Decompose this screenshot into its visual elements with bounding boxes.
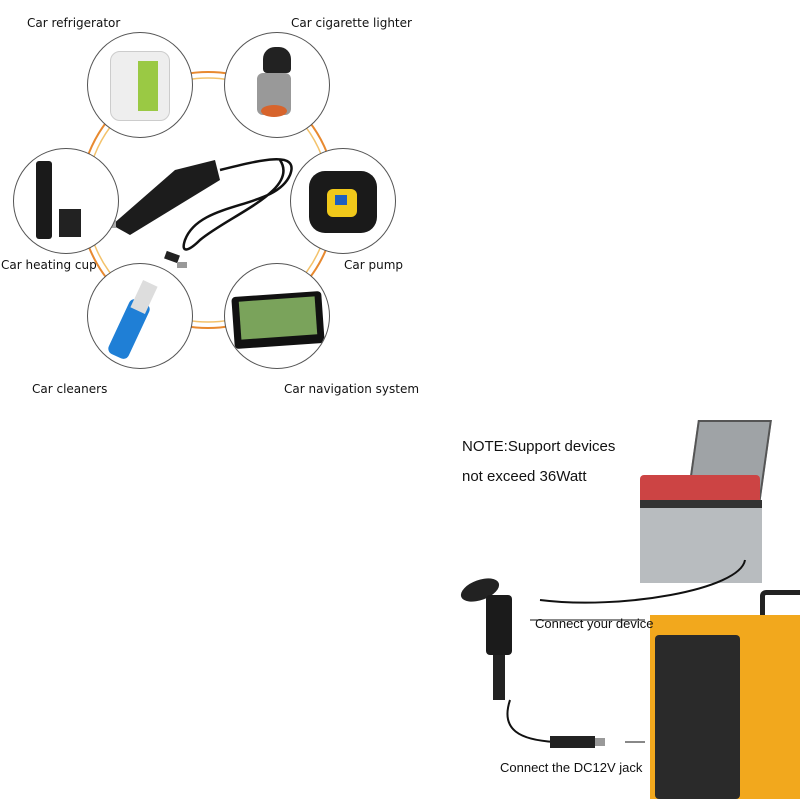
portable-fridge-image [640, 420, 772, 583]
label-car-heating-cup: Car heating cup [1, 258, 97, 272]
connect-jack-caption: Connect the DC12V jack [500, 760, 643, 775]
car-heating-cup-image [13, 148, 119, 254]
car-pump-image [290, 148, 396, 254]
connect-device-caption: Connect your device [535, 616, 654, 631]
car-navigation-image [224, 263, 330, 369]
label-car-pump: Car pump [344, 258, 404, 272]
label-car-navigation-system: Car navigation system [284, 382, 420, 396]
car-refrigerator-image [87, 32, 193, 138]
label-car-refrigerator: Car refrigerator [27, 16, 121, 30]
note-line-2: not exceed 36Watt [462, 468, 587, 485]
note-line-1: NOTE:Support devices [462, 438, 616, 455]
car-charger-cable [104, 158, 293, 268]
label-car-cigarette-lighter: Car cigarette lighter [291, 16, 412, 30]
car-cleaner-image [87, 263, 193, 369]
label-car-cleaners: Car cleaners [32, 382, 108, 396]
dc-jack-plug [550, 736, 605, 748]
car-cigarette-lighter-image [224, 32, 330, 138]
power-station-image [650, 590, 800, 799]
